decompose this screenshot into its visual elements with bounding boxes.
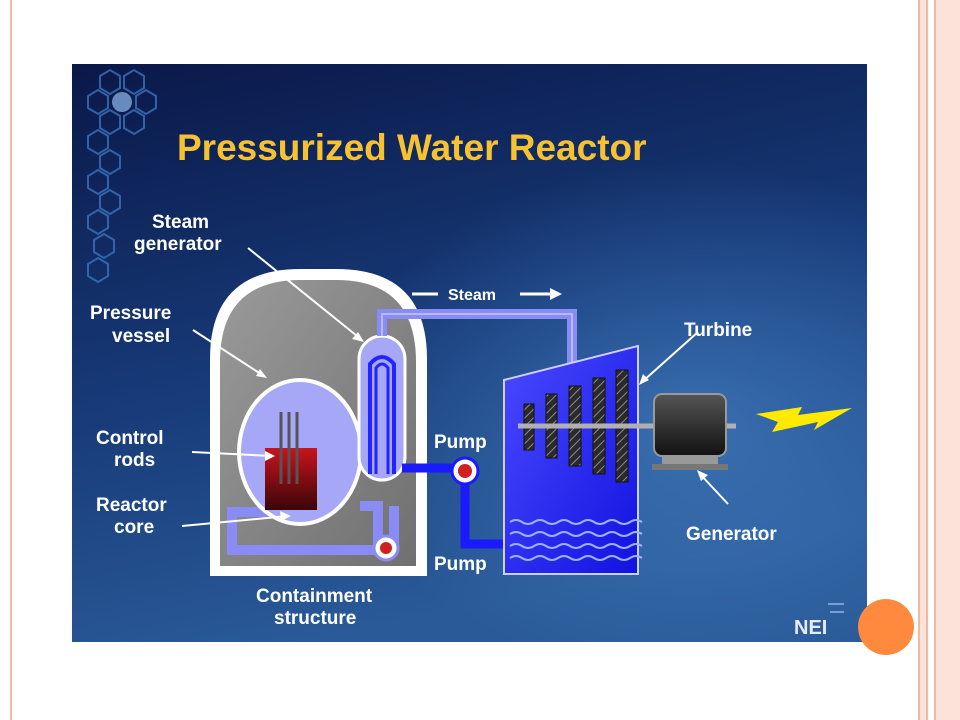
accent-dot	[858, 599, 914, 655]
reactor-core	[265, 448, 317, 510]
slide-right-border-inner	[918, 0, 928, 720]
label-control-rods-line1: Control	[96, 428, 164, 449]
diagram-title: Pressurized Water Reactor	[177, 127, 647, 168]
label-turbine: Turbine	[684, 320, 752, 341]
label-containment-line1: Containment	[256, 586, 373, 607]
label-steam-generator-line2: generator	[134, 234, 222, 255]
steam-line	[377, 309, 577, 374]
callout-arrows	[181, 247, 729, 527]
label-reactor-core-line1: Reactor	[96, 495, 167, 516]
generator-icon	[652, 393, 728, 470]
feedwater-loop	[402, 463, 506, 549]
slide-left-border	[0, 0, 12, 720]
label-reactor-core-line2: core	[114, 517, 154, 538]
lightning-bolt-icon	[756, 407, 852, 432]
pump-icon	[372, 534, 400, 562]
pwr-diagram: Pressurized Water Reactor	[72, 64, 867, 642]
label-steam-generator-line1: Steam	[152, 212, 209, 233]
label-containment-line2: structure	[274, 608, 356, 629]
label-pressure-vessel-line1: Pressure	[90, 303, 171, 324]
label-control-rods-line2: rods	[114, 450, 155, 471]
label-pump-upper: Pump	[434, 432, 487, 453]
label-generator: Generator	[686, 524, 777, 545]
slide-right-border-outer	[934, 0, 960, 720]
label-pressure-vessel-line2: vessel	[112, 326, 170, 347]
control-rods	[279, 412, 299, 484]
hexagon-pattern-icon	[87, 68, 157, 284]
pump-icon	[450, 456, 480, 486]
nei-logo-icon: NEI	[794, 603, 844, 639]
label-pump-lower: Pump	[434, 554, 487, 575]
label-steam: Steam	[448, 287, 496, 304]
svg-text:NEI: NEI	[794, 617, 827, 639]
